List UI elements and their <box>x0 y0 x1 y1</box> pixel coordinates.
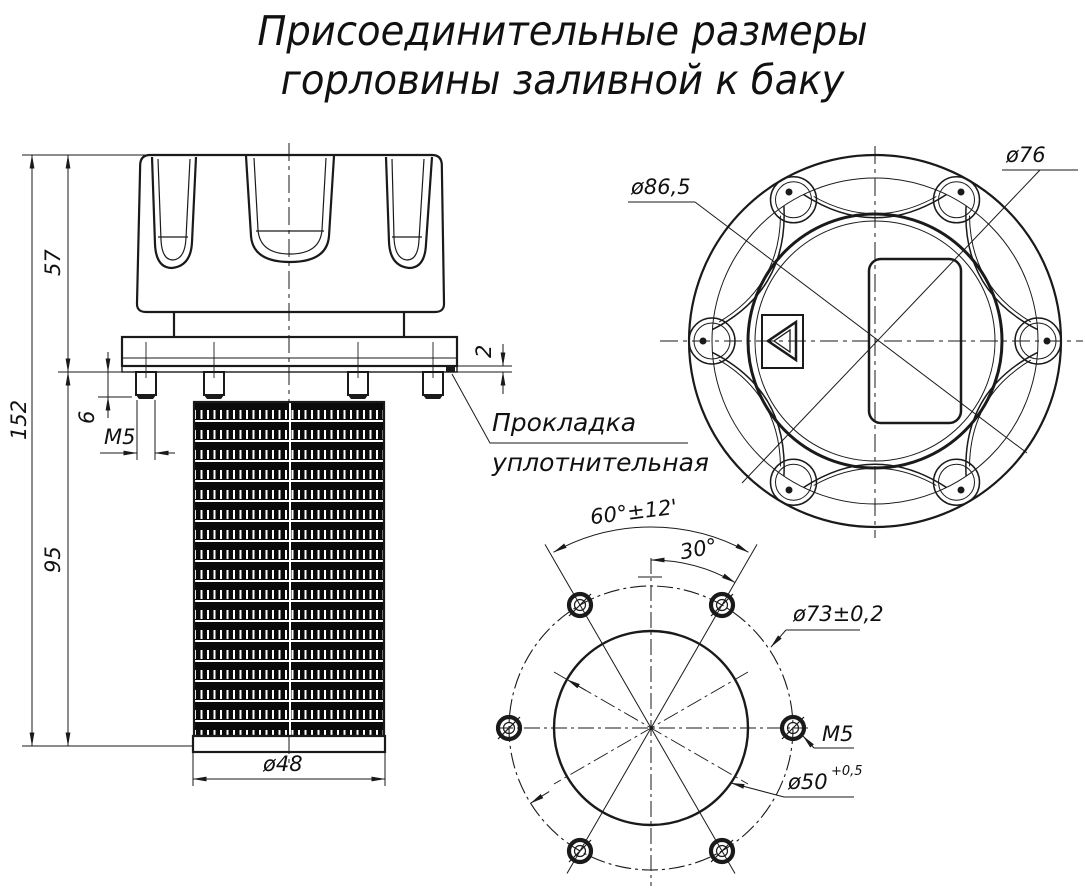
dim-bolt-circle-diameter-label: ø73±0,2 <box>793 602 884 626</box>
dim-bore-diameter-label: ø50 <box>788 770 828 794</box>
tube-centerline <box>289 402 291 736</box>
top-view-leaders <box>628 169 1078 484</box>
cap-ears <box>688 176 1062 506</box>
dim-cap-diameter-label: ø76 <box>1006 143 1046 167</box>
dim-total-height-label: 152 <box>7 399 31 440</box>
cap-outline <box>135 153 446 314</box>
dim-stud-thread-label: M5 <box>104 425 136 449</box>
top-view <box>628 146 1083 538</box>
drawing-title-line2: горловины заливной к баку <box>280 56 845 104</box>
dim-cap-height-label: 57 <box>41 249 65 276</box>
angle-dimensions <box>553 526 749 583</box>
grip-scallops <box>712 193 1038 489</box>
studs <box>135 342 444 399</box>
dim-hole-thread-label: M5 <box>822 722 854 746</box>
bolt-pattern-view <box>495 526 860 886</box>
gasket-note-line1: Прокладка <box>492 408 637 437</box>
dim-tube-diameter-label: ø48 <box>263 752 303 776</box>
side-view <box>22 143 688 786</box>
dim-tube-height-label: 95 <box>41 546 65 573</box>
side-view-dimensions <box>22 154 688 786</box>
corrugated-tube-texture <box>194 402 384 736</box>
tube-outline <box>192 400 386 738</box>
dim-bore-tolerance-label: +0,5 <box>831 764 863 779</box>
gasket-note-line2: уплотнительная <box>492 448 709 477</box>
bolt-view-leaders <box>530 629 860 804</box>
drawing-title-line1: Присоединительные размеры <box>257 7 868 55</box>
dim-stud-length-label: 6 <box>75 410 99 424</box>
bolt-holes <box>495 591 807 865</box>
dim-cap-outer-diameter-label: ø86,5 <box>631 175 691 199</box>
cap-grip-pad <box>867 257 963 425</box>
dim-gasket-thickness-label: 2 <box>472 344 496 358</box>
